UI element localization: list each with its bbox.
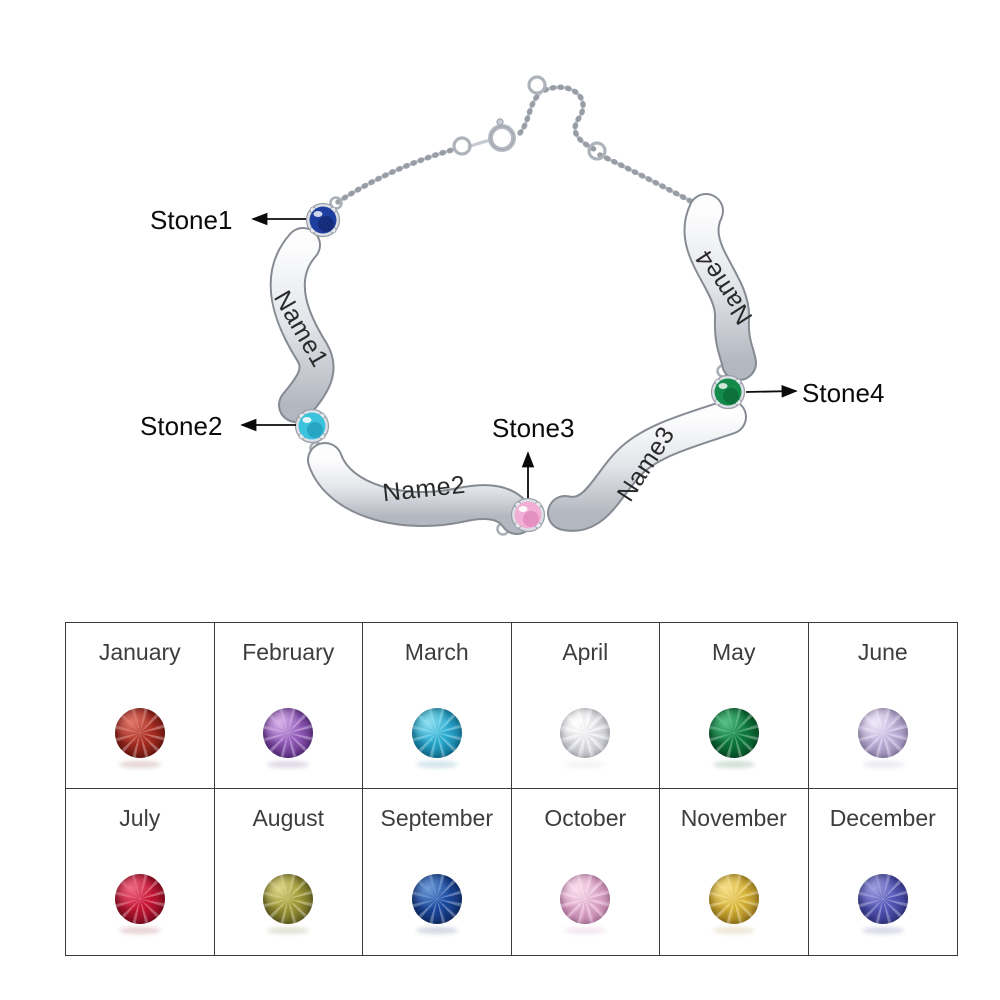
birthstone-gem: [114, 874, 165, 924]
stone4-arrow: [745, 384, 798, 398]
gem-reflection: [415, 761, 458, 768]
month-label: March: [404, 639, 469, 665]
birthstone-gem: [411, 708, 462, 758]
bracelet-illustration: Name1 Name2 Name3 Name4: [140, 75, 884, 536]
gem-wrap: [708, 708, 759, 768]
chain-end-ring: [527, 75, 547, 95]
chain: [335, 75, 701, 208]
gem-reflection: [415, 927, 458, 934]
birthstone-cell-april: April: [511, 623, 660, 789]
birthstone-cell-january: January: [66, 623, 215, 789]
gem-reflection: [267, 761, 310, 768]
birthstone-cell-june: June: [808, 623, 957, 789]
gem-wrap: [114, 708, 165, 768]
month-label: August: [252, 805, 325, 831]
birthstone-gem: [411, 874, 462, 924]
chain-ring: [452, 136, 472, 156]
month-label: July: [119, 805, 161, 831]
gem-reflection: [564, 761, 607, 768]
stone1-label: Stone1: [150, 205, 232, 235]
gem-wrap: [708, 874, 759, 934]
gem-wrap: [560, 708, 611, 768]
month-label: November: [680, 805, 787, 831]
month-label: June: [857, 639, 908, 665]
name1-plate: [271, 229, 333, 421]
gem-wrap: [263, 708, 314, 768]
annotations: Stone1 Stone2 Stone3 Stone4: [140, 205, 884, 498]
gem-wrap: [114, 874, 165, 934]
stone2-label: Stone2: [140, 411, 222, 441]
gem-wrap: [857, 708, 908, 768]
birthstone-1: [305, 202, 341, 238]
month-label: September: [380, 805, 493, 831]
chain-ring: [587, 141, 607, 161]
birthstone-gem: [708, 708, 759, 758]
birthstone-cell-may: May: [660, 623, 809, 789]
month-label: May: [712, 639, 756, 665]
birthstone-table: January February March April: [65, 622, 958, 956]
name-plates: [269, 193, 757, 535]
month-label: February: [242, 639, 335, 665]
name3-plate: [549, 401, 745, 530]
birthstone-cell-february: February: [214, 623, 363, 789]
gem-reflection: [564, 927, 607, 934]
birthstone-gem: [263, 874, 314, 924]
clasp-icon: [488, 118, 516, 152]
gem-reflection: [712, 761, 755, 768]
month-label: December: [829, 805, 936, 831]
birthstone-2: [294, 408, 330, 444]
birthstone-cell-august: August: [215, 789, 363, 955]
birthstone-gem: [560, 708, 611, 758]
gem-wrap: [411, 874, 462, 934]
name4-plate: [685, 195, 755, 379]
birthstone-gem: [857, 708, 908, 758]
birthstone-3: [510, 497, 546, 533]
gem-reflection: [118, 927, 161, 934]
gem-reflection: [267, 927, 310, 934]
birthstone-cell-september: September: [363, 789, 512, 955]
birthstone-4: [710, 374, 746, 410]
stone3-label: Stone3: [492, 413, 574, 443]
birthstone-gem: [560, 874, 611, 924]
name2-plate: [309, 444, 533, 533]
month-label: October: [544, 805, 627, 831]
month-label: April: [562, 639, 609, 665]
birthstone-gem: [708, 874, 759, 924]
gem-wrap: [560, 874, 611, 934]
gem-wrap: [263, 874, 314, 934]
gem-reflection: [861, 927, 904, 934]
gem-wrap: [411, 708, 462, 768]
birthstone-cell-november: November: [660, 789, 809, 955]
gem-reflection: [861, 761, 904, 768]
birthstone-cell-july: July: [66, 789, 215, 955]
gem-reflection: [118, 761, 161, 768]
gem-wrap: [857, 874, 908, 934]
birthstone-gem: [857, 874, 908, 924]
gem-reflection: [712, 927, 755, 934]
month-label: January: [98, 639, 181, 665]
birthstone-gem: [263, 708, 314, 758]
birthstone-cell-december: December: [809, 789, 958, 955]
birthstone-cell-october: October: [512, 789, 660, 955]
birthstone-gem: [114, 708, 165, 758]
birthstone-cell-march: March: [363, 623, 512, 789]
stone4-label: Stone4: [802, 378, 884, 408]
